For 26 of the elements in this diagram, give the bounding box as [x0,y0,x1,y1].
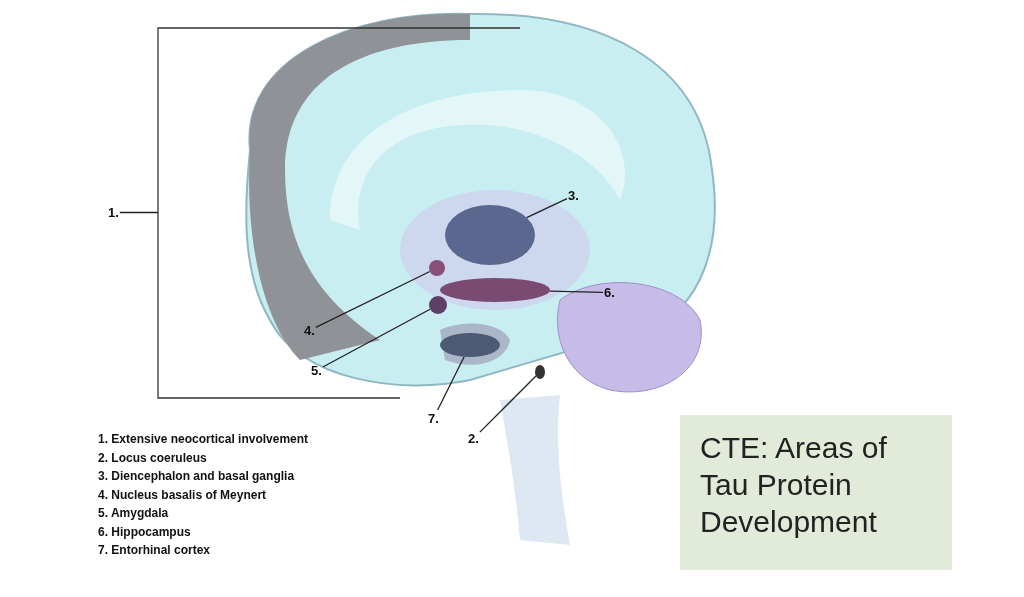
highlighted-region [535,365,545,379]
leader-line [315,270,431,328]
callout-number: 2. [468,431,479,446]
callout-number: 1. [108,205,119,220]
list-item: 5. Amygdala [98,506,169,520]
leader-line [119,211,159,214]
callout-number: 3. [568,188,579,203]
list-item: 4. Nucleus basalis of Meynert [98,487,267,502]
leader-line [322,308,431,368]
title-panel: CTE: Areas of Tau Protein Development [680,415,952,570]
bracket [157,27,521,399]
callout-number: 6. [604,285,615,300]
highlighted-region [445,205,535,265]
callout-number: 7. [428,411,439,426]
callout-number: 4. [304,323,315,338]
callout-number: 5. [311,363,322,378]
list-item: 2. Locus coeruleus [98,450,207,465]
highlighted-region [440,278,550,302]
list-item: 1. Extensive neocortical involvement [98,432,309,446]
leader-line [549,290,604,293]
leader-line [437,356,465,411]
leader-line [526,197,568,219]
list-item: 3. Diencephalon and basal ganglia [98,469,295,483]
leader-line [479,375,537,433]
list-item: 7. Entorhinal cortex [98,543,211,557]
list-item: 6. Hippocampus [98,524,191,539]
